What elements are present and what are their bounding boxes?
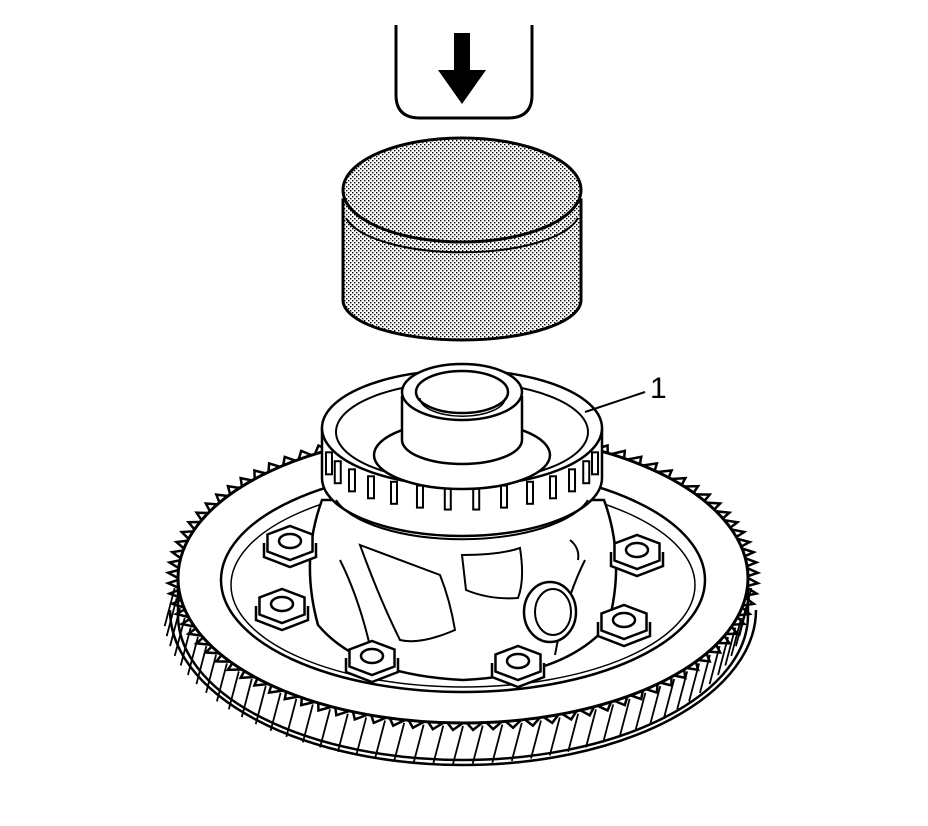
down-arrow-icon [438,33,486,104]
callout-1: 1 [584,372,667,413]
hex-bolt [254,587,310,632]
leader-line [584,391,646,413]
callout-label: 1 [650,372,667,405]
hex-bolt [262,524,318,569]
bearing-rollers [324,451,600,511]
bearing-installer [341,136,583,342]
ring-gear-bolts [254,524,665,689]
bearing-assembly [320,362,604,541]
hex-bolt [609,533,665,578]
hex-bolt [596,603,652,648]
differential-case [308,498,618,682]
hex-bolt [344,639,400,684]
hex-bolt [490,644,546,689]
